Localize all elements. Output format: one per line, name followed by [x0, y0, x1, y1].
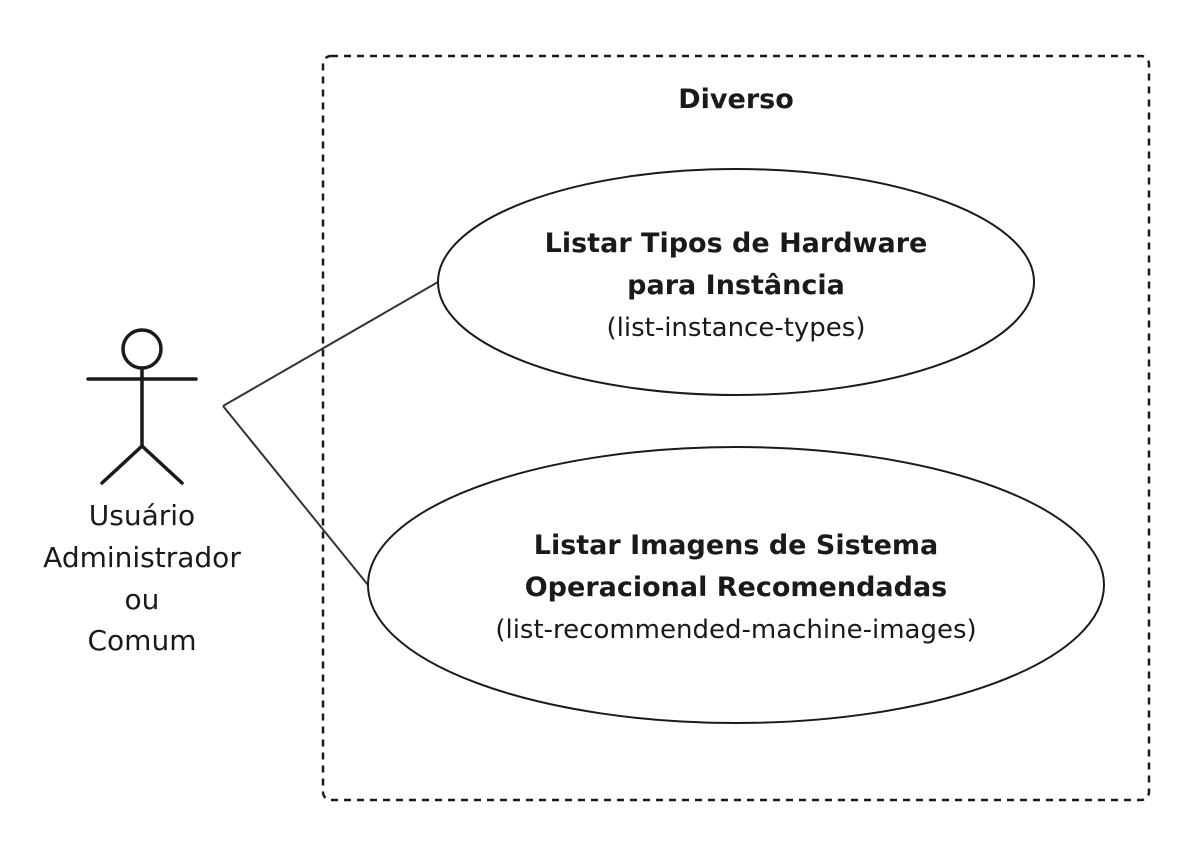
use-case-command: (list-instance-types)	[606, 313, 865, 343]
actor-label-line-1: Usuário	[89, 499, 195, 532]
actor-label-line-2: Administrador	[43, 541, 241, 574]
actor-left-leg	[100, 444, 144, 485]
use-case-title-line-2: Operacional Recomendadas	[525, 572, 948, 603]
use-case-title-line-2: para Instância	[627, 270, 845, 301]
association-line-machine-images	[222, 405, 369, 586]
use-case-ellipse	[367, 446, 1105, 724]
actor-label-line-4: Comum	[88, 624, 197, 657]
use-case-ellipse	[437, 168, 1035, 396]
association-line-instance-types	[222, 281, 439, 407]
actor-stick-figure-icon	[86, 328, 198, 485]
use-case-list-recommended-machine-images: Listar Imagens de Sistema Operacional Re…	[367, 446, 1105, 724]
use-case-title-line-1: Listar Tipos de Hardware	[545, 228, 928, 259]
use-case-list-instance-types: Listar Tipos de Hardware para Instância …	[437, 168, 1035, 396]
actor-head	[121, 328, 163, 370]
actor-label: Usuário Administrador ou Comum	[43, 499, 241, 657]
actor-label-line-3: ou	[125, 583, 160, 616]
system-boundary	[321, 54, 1151, 802]
use-case-command: (list-recommended-machine-images)	[495, 615, 976, 645]
use-case-title-line-1: Listar Imagens de Sistema	[534, 530, 939, 561]
actor-right-leg	[140, 444, 184, 485]
system-boundary-title: Diverso	[678, 84, 794, 115]
